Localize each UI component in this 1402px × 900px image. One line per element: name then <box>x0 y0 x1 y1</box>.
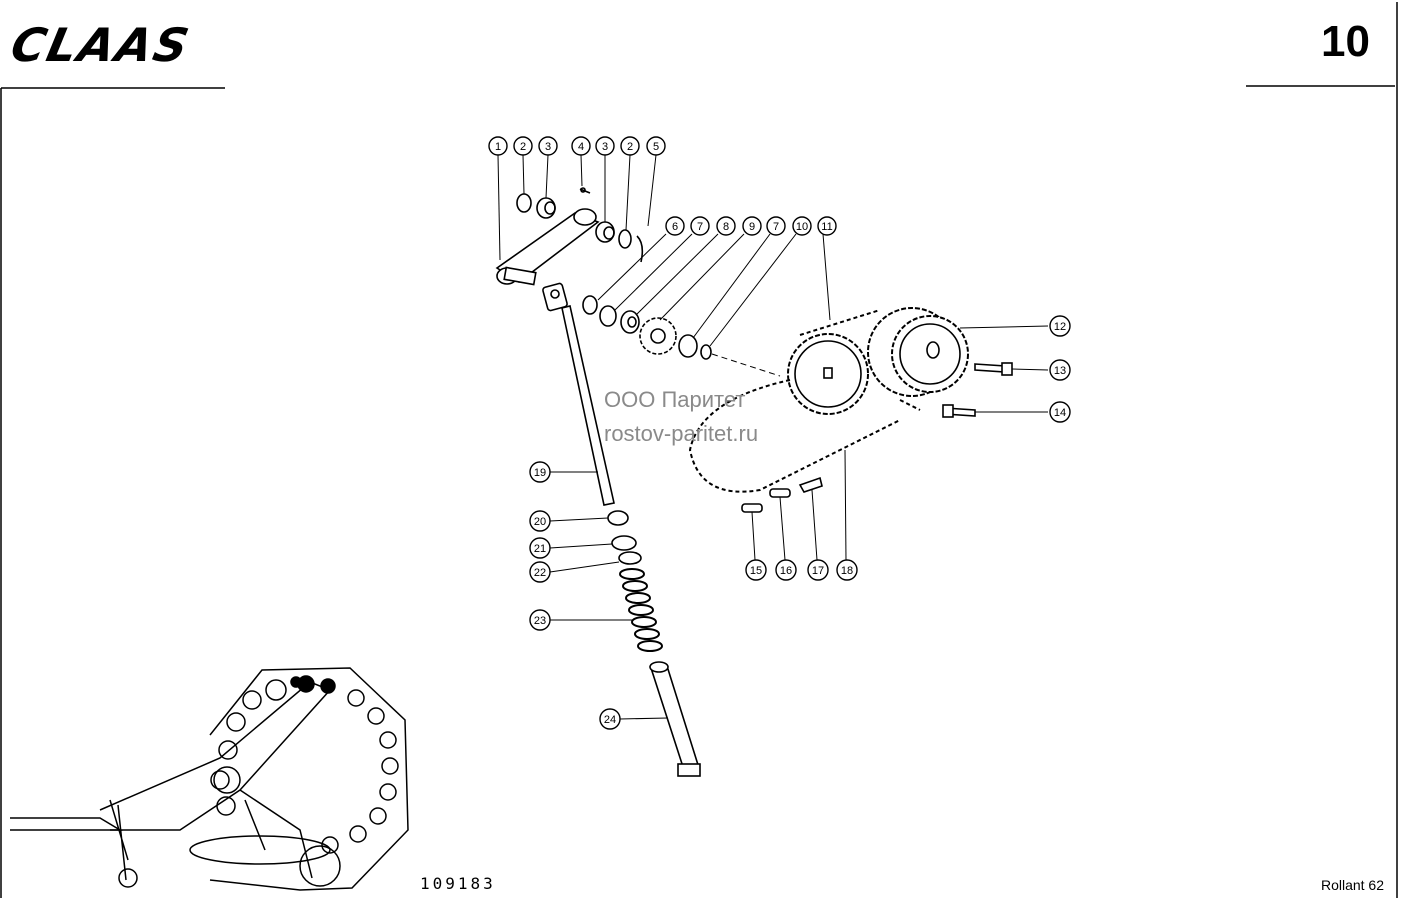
callout-5: 5 <box>646 136 666 156</box>
pin-4 <box>579 187 591 194</box>
callout-15: 15 <box>745 559 767 581</box>
svg-text:1: 1 <box>495 141 501 153</box>
callout-7b: 7 <box>766 216 786 236</box>
callout-13: 13 <box>1049 359 1071 381</box>
svg-text:24: 24 <box>604 714 616 726</box>
callout-3b: 3 <box>595 136 615 156</box>
callout-2a: 2 <box>513 136 533 156</box>
model-name: Rollant 62 <box>1320 877 1384 893</box>
tension-rod-19 <box>542 282 615 506</box>
drawing-number: 109183 <box>420 874 496 893</box>
callout-1: 1 <box>488 136 508 156</box>
page-number: 10 <box>1321 17 1370 66</box>
callout-2b: 2 <box>620 136 640 156</box>
link-16 <box>769 488 791 498</box>
svg-text:4: 4 <box>578 141 584 153</box>
svg-text:7: 7 <box>697 221 703 233</box>
svg-text:9: 9 <box>749 221 755 233</box>
svg-text:5: 5 <box>653 141 659 153</box>
svg-text:11: 11 <box>821 221 832 233</box>
ring-22 <box>618 551 642 565</box>
svg-text:2: 2 <box>627 141 633 153</box>
callout-23: 23 <box>529 609 551 631</box>
svg-text:3: 3 <box>602 141 608 153</box>
cotter-5 <box>636 235 644 263</box>
nut-20 <box>607 510 629 526</box>
bushing-3-left <box>536 197 556 219</box>
ring-2-left <box>516 193 532 213</box>
ring-2-right <box>618 229 632 249</box>
chain-18 <box>688 309 921 493</box>
link-15 <box>741 503 763 513</box>
svg-text:3: 3 <box>545 141 551 153</box>
callout-11: 11 <box>817 216 837 236</box>
watermark-line-1: ООО Паритет <box>604 387 746 412</box>
svg-text:12: 12 <box>1054 321 1066 333</box>
watermark: ООО Паритет rostov-paritet.ru <box>604 383 758 451</box>
svg-text:2: 2 <box>520 141 526 153</box>
svg-text:19: 19 <box>534 467 546 479</box>
svg-text:10: 10 <box>796 221 808 233</box>
baler-overview-icon <box>10 667 409 891</box>
washer-7b <box>678 334 698 358</box>
sprocket-11 <box>787 333 869 415</box>
svg-text:16: 16 <box>780 565 792 577</box>
callout-24: 24 <box>599 708 621 730</box>
bushing-3-right <box>595 221 615 243</box>
callout-19: 19 <box>529 461 551 483</box>
callout-14: 14 <box>1049 401 1071 423</box>
link-17 <box>798 476 823 493</box>
callout-12: 12 <box>1049 315 1071 337</box>
svg-text:23: 23 <box>534 615 546 627</box>
callout-7a: 7 <box>690 216 710 236</box>
washer-6 <box>582 295 598 315</box>
axis-line <box>711 353 781 377</box>
bolt-13 <box>974 362 1013 376</box>
svg-text:8: 8 <box>723 221 729 233</box>
callout-16: 16 <box>775 559 797 581</box>
bolt-14 <box>942 404 976 418</box>
svg-text:13: 13 <box>1054 365 1066 377</box>
callout-6: 6 <box>665 216 685 236</box>
callout-21: 21 <box>529 537 551 559</box>
callout-9: 9 <box>742 216 762 236</box>
svg-text:20: 20 <box>534 516 546 528</box>
claas-logo: CLAAS <box>6 18 196 72</box>
washer-7a <box>599 305 617 327</box>
svg-text:22: 22 <box>534 567 546 579</box>
washer-21 <box>611 535 637 551</box>
sprocket-12 <box>867 307 969 397</box>
exploded-view <box>495 187 1013 777</box>
spring-23 <box>619 568 663 652</box>
circlip-10 <box>700 344 712 360</box>
callout-8: 8 <box>716 216 736 236</box>
callout-18: 18 <box>836 559 858 581</box>
svg-text:15: 15 <box>750 565 762 577</box>
tension-arm <box>495 208 600 286</box>
watermark-line-2: rostov-paritet.ru <box>604 421 759 446</box>
callout-4: 4 <box>571 136 591 156</box>
svg-text:18: 18 <box>841 565 853 577</box>
leader-lines <box>497 154 1049 720</box>
idler-sprocket-9 <box>639 317 677 355</box>
svg-text:6: 6 <box>672 221 678 233</box>
callout-10: 10 <box>792 216 812 236</box>
callout-17: 17 <box>807 559 829 581</box>
callout-22: 22 <box>529 561 551 583</box>
callouts: 1 2 3 4 3 2 5 6 7 8 9 7 10 11 12 13 14 1… <box>488 136 1071 730</box>
callout-3a: 3 <box>538 136 558 156</box>
svg-text:21: 21 <box>534 543 546 555</box>
svg-text:14: 14 <box>1054 407 1066 419</box>
svg-text:17: 17 <box>812 565 824 577</box>
sleeve-24 <box>649 661 701 777</box>
callout-20: 20 <box>529 510 551 532</box>
bearing-8 <box>620 310 640 334</box>
svg-text:7: 7 <box>773 221 779 233</box>
